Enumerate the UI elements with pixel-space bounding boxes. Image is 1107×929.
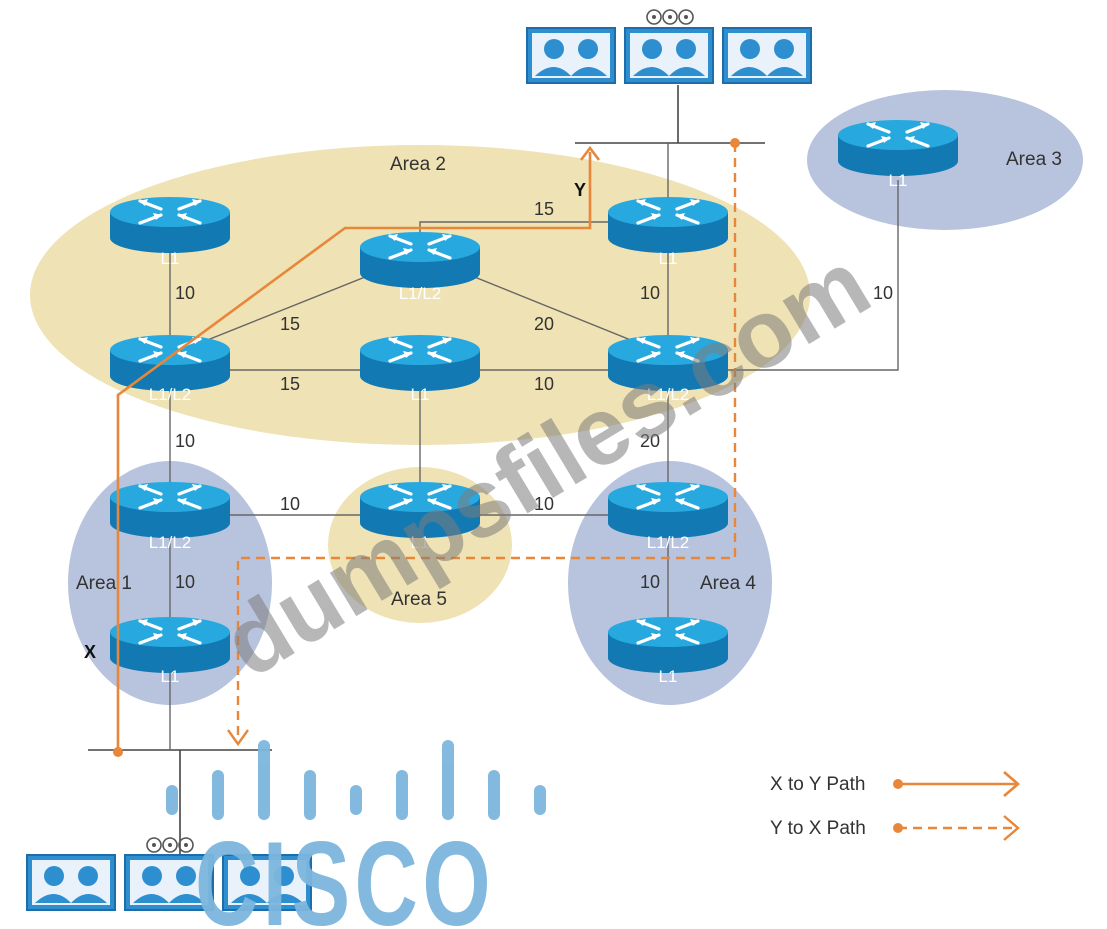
metric-label: 10 bbox=[280, 494, 300, 514]
router-label: L1 bbox=[659, 249, 678, 268]
y-to-x-arrowhead bbox=[227, 729, 249, 747]
cisco-logo: CISCO bbox=[166, 740, 546, 929]
router-label: L1/L2 bbox=[149, 385, 192, 404]
router-label: L1 bbox=[889, 171, 908, 190]
metric-label: 15 bbox=[534, 199, 554, 219]
metric-label: 10 bbox=[640, 572, 660, 592]
metric-label: 10 bbox=[534, 374, 554, 394]
host-group-icon bbox=[722, 27, 812, 84]
host-group-icon bbox=[624, 27, 714, 84]
router-label: L1/L2 bbox=[399, 284, 442, 303]
router-area2-top-left[interactable]: L1 bbox=[108, 195, 232, 268]
area-2-label: Area 2 bbox=[390, 154, 446, 175]
y-to-x-path bbox=[236, 143, 737, 740]
router-area2-top-right[interactable]: L1 bbox=[606, 195, 730, 268]
router-label: L1/L2 bbox=[647, 385, 690, 404]
router-label: L1/L2 bbox=[647, 533, 690, 552]
top-host-cluster bbox=[526, 9, 812, 84]
router-area1-bottom[interactable]: L1 bbox=[108, 615, 232, 686]
metric-label: 10 bbox=[640, 283, 660, 303]
router-area4-top[interactable]: L1/L2 bbox=[606, 480, 730, 552]
router-area2-top-center[interactable]: L1/L2 bbox=[358, 230, 482, 303]
router-label: L1 bbox=[659, 667, 678, 686]
router-icon bbox=[358, 333, 482, 393]
metric-label: 20 bbox=[534, 314, 554, 334]
y-path-start-dot bbox=[730, 138, 740, 148]
legend-y-to-x-label: Y to X Path bbox=[770, 818, 866, 839]
metric-label: 10 bbox=[534, 494, 554, 514]
y-marker: Y bbox=[574, 180, 586, 200]
router-icon bbox=[108, 333, 232, 393]
router-icon bbox=[606, 480, 730, 540]
metric-label: 15 bbox=[280, 374, 300, 394]
router-area2-mid-right[interactable]: L1/L2 bbox=[606, 333, 730, 404]
metric-label: 20 bbox=[640, 431, 660, 451]
legend-dashed-arrow bbox=[1003, 815, 1020, 841]
router-area1-top[interactable]: L1/L2 bbox=[108, 480, 232, 552]
router-label: L1/L2 bbox=[149, 533, 192, 552]
router-area3[interactable]: L1 bbox=[836, 118, 960, 190]
router-label: L1 bbox=[411, 533, 430, 552]
host-group-icon bbox=[26, 854, 116, 911]
area-1-label: Area 1 bbox=[76, 573, 132, 594]
area-5-label: Area 5 bbox=[391, 589, 447, 610]
router-area2-mid-center[interactable]: L1 bbox=[358, 333, 482, 404]
cisco-logo-text: CISCO bbox=[195, 817, 495, 929]
area-4-label: Area 4 bbox=[700, 573, 756, 594]
router-icon bbox=[358, 230, 482, 290]
metric-label: 10 bbox=[175, 431, 195, 451]
router-label: L1 bbox=[161, 667, 180, 686]
metric-label: 10 bbox=[175, 572, 195, 592]
legend: X to Y Path Y to X Path bbox=[770, 771, 1020, 841]
legend-x-to-y-label: X to Y Path bbox=[770, 774, 865, 795]
x-path-start-dot bbox=[113, 747, 123, 757]
metric-label: 15 bbox=[280, 314, 300, 334]
router-area5[interactable]: L1 bbox=[358, 480, 482, 552]
x-marker: X bbox=[84, 642, 96, 662]
x-to-y-arrowhead bbox=[579, 145, 601, 161]
router-icon bbox=[108, 195, 232, 255]
legend-solid-arrow bbox=[1003, 771, 1020, 797]
router-label: L1 bbox=[161, 249, 180, 268]
router-area4-bottom[interactable]: L1 bbox=[606, 615, 730, 686]
router-icon bbox=[836, 118, 960, 178]
metric-label: 10 bbox=[873, 283, 893, 303]
x-to-y-path bbox=[116, 152, 592, 752]
router-icon bbox=[108, 615, 232, 675]
router-label: L1 bbox=[411, 385, 430, 404]
host-group-icon bbox=[526, 27, 616, 84]
metric-label: 10 bbox=[175, 283, 195, 303]
router-icon bbox=[606, 615, 730, 675]
router-area2-mid-left[interactable]: L1/L2 bbox=[108, 333, 232, 404]
router-icon bbox=[606, 195, 730, 255]
bottom-host-cluster bbox=[26, 837, 312, 911]
area-3-label: Area 3 bbox=[1006, 149, 1062, 170]
router-icon bbox=[108, 480, 232, 540]
